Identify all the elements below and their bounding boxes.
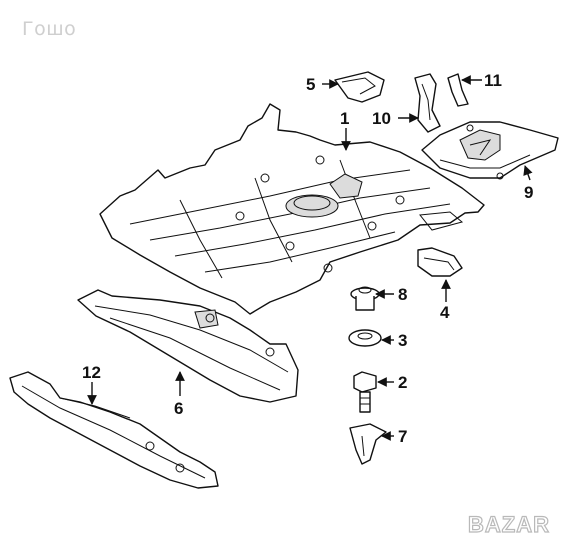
brand-logo-text: BAZAR: [468, 512, 550, 537]
part-9-rear-panel: [421, 121, 559, 180]
callout-10: 10: [372, 109, 391, 128]
part-3-washer: [348, 329, 382, 347]
part-11-bracket: [447, 73, 469, 107]
callout-5: 5: [306, 75, 315, 94]
part-7-push-clip: [349, 423, 387, 465]
callout-3: 3: [398, 331, 407, 350]
part-2-bolt: [353, 371, 377, 413]
part-5-bracket: [334, 71, 385, 103]
callout-9: 9: [524, 183, 533, 202]
callout-11: 11: [484, 71, 502, 90]
leader-lines: [87, 75, 533, 441]
callout-2: 2: [398, 373, 407, 392]
callout-8: 8: [398, 285, 407, 304]
part-1-underbody-shield: [99, 103, 485, 315]
callout-1: 1: [340, 109, 349, 128]
part-4-cover: [417, 247, 463, 277]
part-12-front-strip: [9, 371, 219, 489]
watermark-text: Гошо: [22, 18, 77, 40]
callout-7: 7: [398, 427, 407, 446]
callout-12: 12: [82, 363, 101, 382]
brand-logo: BAZAR: [467, 511, 550, 537]
part-8-clip: [350, 286, 380, 311]
callout-6: 6: [174, 399, 183, 418]
part-6-side-shield: [77, 289, 299, 403]
callout-4: 4: [440, 303, 450, 322]
part-10-bracket: [414, 73, 441, 133]
